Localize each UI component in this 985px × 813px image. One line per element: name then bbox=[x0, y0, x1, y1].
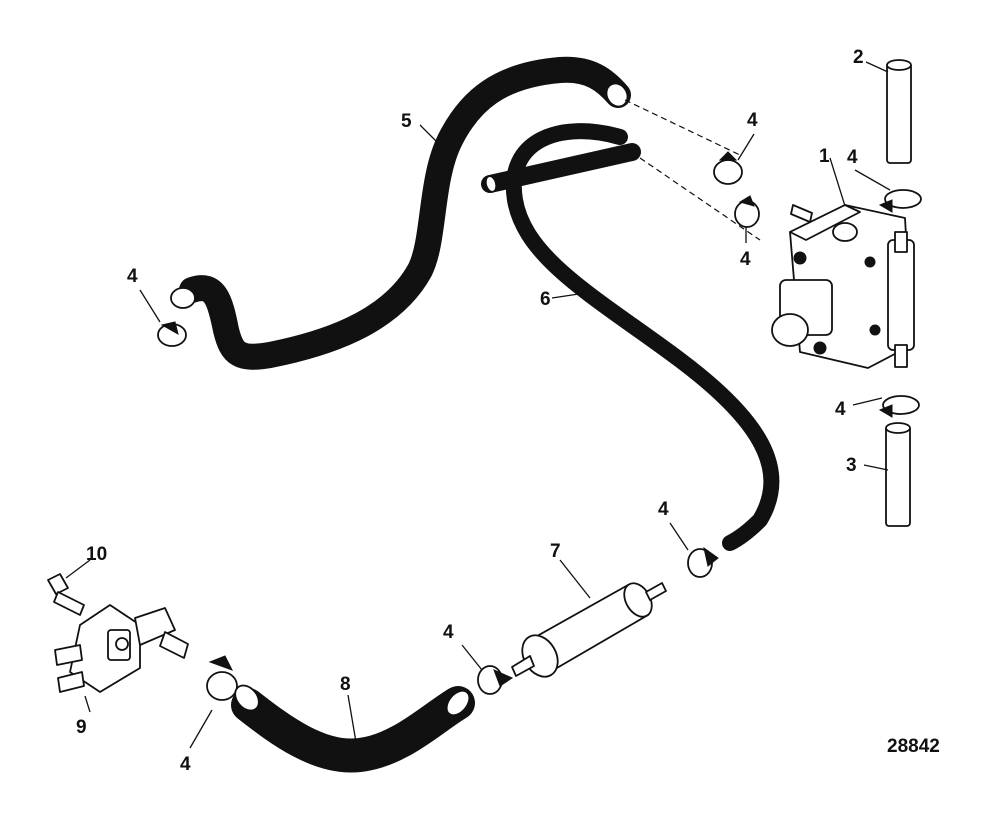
hose-2 bbox=[886, 59, 912, 164]
callout-4: 4 bbox=[847, 147, 858, 168]
callout-4: 4 bbox=[658, 499, 669, 520]
callout-5: 5 bbox=[401, 111, 412, 132]
callout-7: 7 bbox=[550, 541, 561, 562]
hose-5 bbox=[170, 56, 631, 370]
fuel-pump-1 bbox=[771, 204, 915, 369]
callout-9: 9 bbox=[76, 717, 87, 738]
hose-3 bbox=[885, 422, 911, 527]
callout-2: 2 bbox=[853, 47, 864, 68]
hose-6 bbox=[505, 123, 780, 551]
callout-3: 3 bbox=[846, 455, 857, 476]
callout-4: 4 bbox=[835, 399, 846, 420]
callout-4: 4 bbox=[180, 754, 191, 775]
callout-10: 10 bbox=[86, 544, 107, 565]
leader-lines bbox=[65, 61, 891, 749]
callout-4: 4 bbox=[740, 249, 751, 270]
reference-number: 28842 bbox=[887, 736, 940, 757]
callout-6: 6 bbox=[540, 289, 551, 310]
hose-clamp-4 bbox=[157, 151, 922, 701]
alignment-line bbox=[639, 157, 761, 241]
callout-8: 8 bbox=[340, 674, 351, 695]
callouts: 1 2 3 4 4 4 4 4 4 4 4 5 6 7 8 9 10 bbox=[76, 47, 864, 775]
callout-4: 4 bbox=[443, 622, 454, 643]
fitting-9 bbox=[54, 604, 189, 693]
alignment-line bbox=[624, 99, 741, 156]
hose-8 bbox=[231, 684, 475, 773]
callout-4: 4 bbox=[747, 110, 758, 131]
callout-1: 1 bbox=[819, 146, 830, 167]
fuel-filter-7 bbox=[511, 582, 667, 678]
bolt-10 bbox=[47, 573, 85, 616]
connector-tube bbox=[481, 143, 641, 193]
callout-4: 4 bbox=[127, 266, 138, 287]
